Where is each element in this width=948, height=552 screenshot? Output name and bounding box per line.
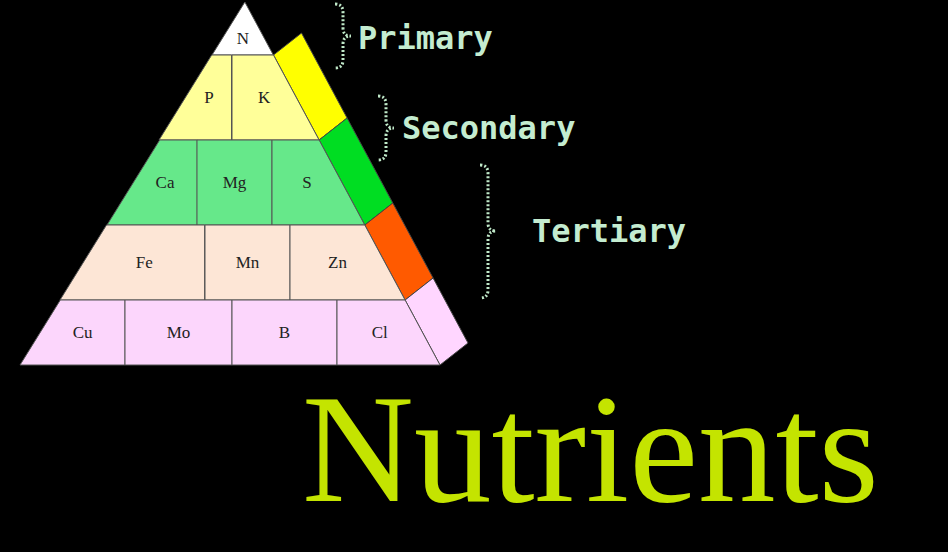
cell-outline [159,55,232,140]
cell-shape [290,225,405,300]
tier-label: Primary [358,19,493,57]
element-symbol: Mn [236,253,260,273]
element-symbol: N [237,29,249,49]
element-cell: S [272,140,365,225]
element-cell: N [212,2,273,55]
tier-label: Tertiary [532,212,686,250]
cell-outline [60,225,205,300]
cell-outline [20,300,125,365]
cell-shape [20,300,125,365]
brace [480,165,496,298]
cell-outline [290,225,405,300]
element-cell: Zn [290,225,405,300]
element-symbol: K [258,88,270,108]
cell-shape [107,140,197,225]
element-cell: P [159,55,232,140]
title: Nutrients [302,372,879,527]
element-symbol: B [279,323,290,343]
element-cell: Mo [125,300,232,365]
element-cell: Mn [205,225,290,300]
element-cell: Fe [60,225,205,300]
element-cell: Cu [20,300,125,365]
element-symbol: Mg [223,173,247,193]
cell-shape [337,300,440,365]
element-symbol: Ca [156,173,175,193]
element-cell: Cl [337,300,440,365]
cell-outline [232,300,337,365]
cell-shape [272,140,365,225]
element-cell: K [232,55,319,140]
element-symbol: Cu [73,323,93,343]
cell-shape [232,55,319,140]
cell-outline [232,55,319,140]
cell-outline [197,140,272,225]
cell-outline [107,140,197,225]
element-symbol: Mo [167,323,191,343]
cell-outline [212,2,273,55]
cell-outline [125,300,232,365]
element-cell: Mg [197,140,272,225]
cell-outline [205,225,290,300]
element-symbol: Cl [372,323,388,343]
cell-outline [272,140,365,225]
cell-outline [337,300,440,365]
element-symbol: Zn [328,253,347,273]
cell-shape [60,225,205,300]
tier-label: Secondary [402,109,575,147]
element-cell: B [232,300,337,365]
cell-shape [159,55,232,140]
element-symbol: S [302,173,311,193]
brace [335,4,351,68]
element-symbol: Fe [136,253,153,273]
element-symbol: P [204,88,213,108]
element-cell: Ca [107,140,197,225]
brace [378,96,394,160]
